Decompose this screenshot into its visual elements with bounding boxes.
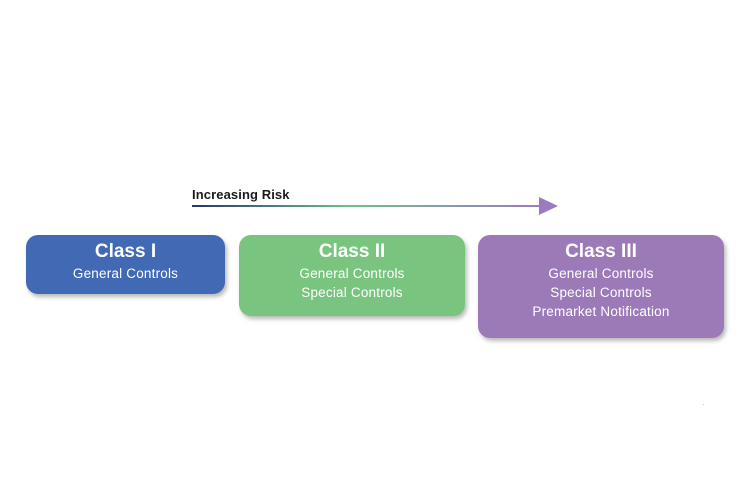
increasing-risk-arrow <box>192 197 558 215</box>
class-2-item-special-controls: Special Controls <box>301 285 403 300</box>
arrow-head <box>539 197 558 215</box>
arrow-shaft <box>192 205 542 207</box>
class-1-item-general-controls: General Controls <box>72 266 179 281</box>
class-2-box: Class II General Controls Special Contro… <box>239 235 465 316</box>
class-1-title: Class I <box>94 241 157 262</box>
class-3-item-general-controls: General Controls <box>548 266 654 281</box>
class-3-item-premarket-notification: Premarket Notification <box>532 304 670 319</box>
increasing-risk-label: Increasing Risk <box>192 187 290 202</box>
class-3-title: Class III <box>565 241 637 262</box>
class-2-item-general-controls: General Controls <box>299 266 405 281</box>
class-1-box: Class I General Controls <box>26 235 225 294</box>
class-3-box: Class III General Controls Special Contr… <box>478 235 724 338</box>
class-2-title: Class II <box>318 241 386 262</box>
stray-dot <box>703 404 704 405</box>
class-3-item-special-controls: Special Controls <box>550 285 652 300</box>
